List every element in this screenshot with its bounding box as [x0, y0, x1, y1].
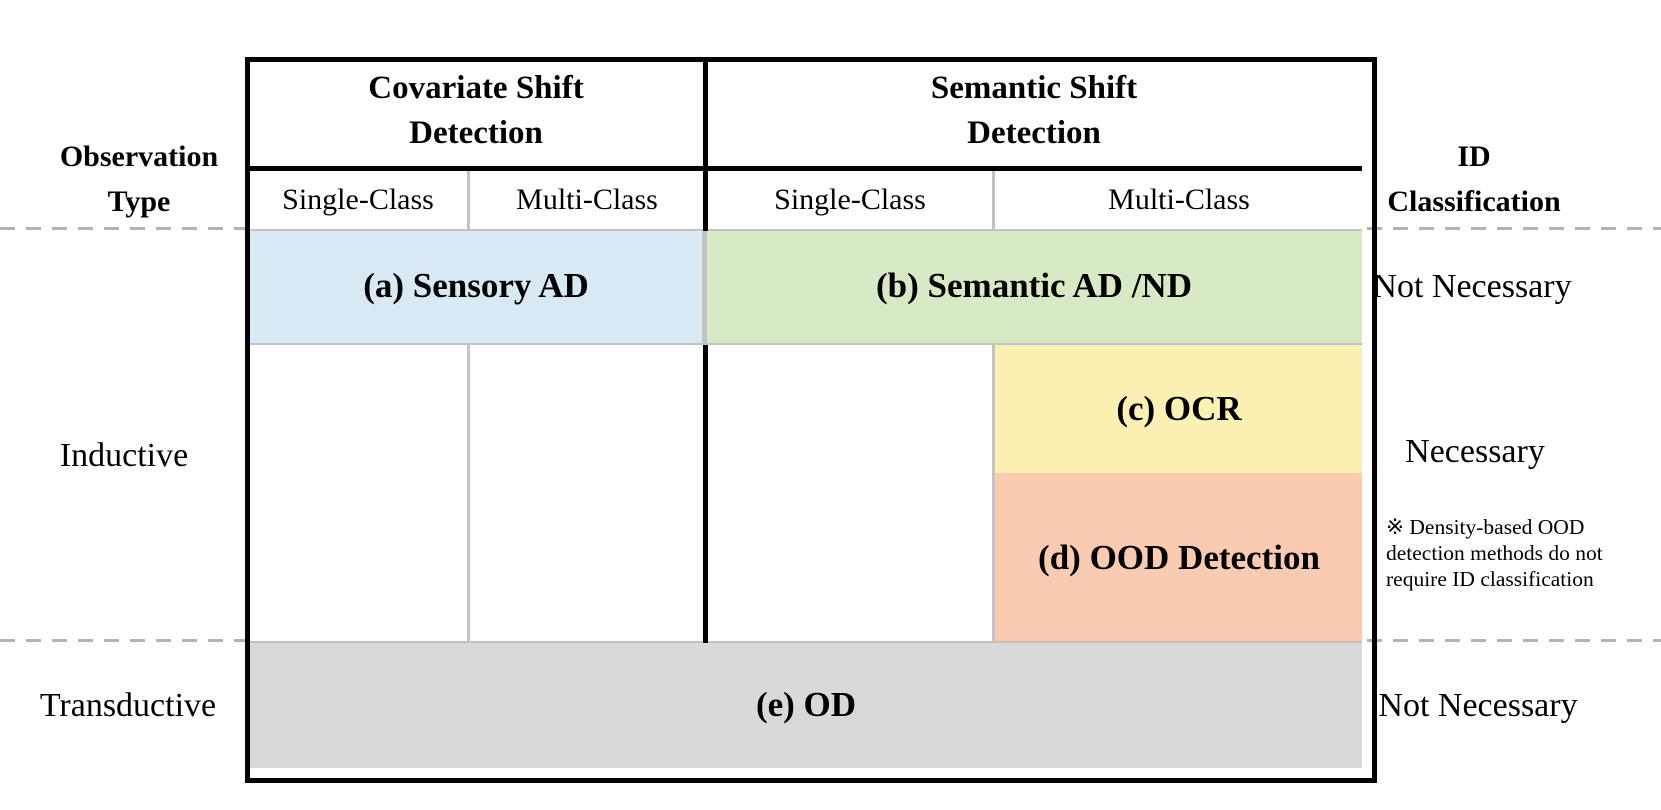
observation-type-header: Observation Type [19, 134, 259, 224]
label-semantic-ad-nd: (b) Semantic AD /ND [876, 266, 1192, 305]
dashed-line-bottom-right [1367, 639, 1661, 642]
semantic-subcolumn-divider-body [992, 345, 995, 641]
id-value-not-necessary-bottom: Not Necessary [1378, 687, 1578, 724]
semantic-subcolumn-divider-header [992, 171, 995, 229]
covariate-shift-header-line1: Covariate Shift [368, 70, 584, 106]
semantic-single-class-header: Single-Class [774, 183, 926, 216]
dashed-line-top-left [0, 227, 245, 230]
section-divider-top [703, 57, 708, 231]
id-classification-line2: Classification [1387, 185, 1561, 218]
observation-type-line2: Type [107, 185, 171, 218]
header-separator-line [250, 166, 1362, 171]
row-divider-bottom [250, 641, 1362, 643]
region-sensory-ad [250, 231, 702, 343]
density-note-line1: ※ Density-based OOD [1386, 515, 1585, 539]
row-divider-top [250, 229, 1362, 231]
id-classification-line1: ID [1457, 140, 1491, 173]
density-note: ※ Density-based OOD detection methods do… [1386, 514, 1603, 592]
semantic-shift-header: Semantic Shift Detection [834, 66, 1234, 156]
id-value-not-necessary-top: Not Necessary [1372, 268, 1572, 305]
covariate-single-class-header: Single-Class [282, 183, 434, 216]
region-ocr [995, 345, 1362, 473]
label-ood-detection: (d) OOD Detection [1038, 538, 1320, 577]
semantic-shift-header-line1: Semantic Shift [930, 70, 1138, 106]
covariate-subcolumn-divider-body [467, 345, 470, 641]
id-classification-header: ID Classification [1334, 134, 1614, 224]
semantic-shift-header-line2: Detection [967, 115, 1101, 151]
observation-type-line1: Observation [59, 140, 219, 173]
label-sensory-ad: (a) Sensory AD [363, 266, 589, 305]
label-od: (e) OD [755, 685, 857, 724]
covariate-shift-header-line2: Detection [409, 115, 543, 151]
covariate-multi-class-header: Multi-Class [516, 183, 658, 216]
density-note-line2: detection methods do not [1386, 541, 1603, 565]
density-note-line3: require ID classification [1386, 567, 1594, 591]
row-divider-mid [250, 343, 1362, 345]
label-ocr: (c) OCR [1116, 389, 1242, 428]
dashed-line-top-right [1367, 227, 1661, 230]
region-semantic-ad-nd [707, 231, 1362, 343]
region-ab-divider [702, 231, 707, 343]
id-value-necessary: Necessary [1405, 433, 1545, 470]
semantic-multi-class-header: Multi-Class [1108, 183, 1250, 216]
dashed-line-bottom-left [0, 639, 245, 642]
row-label-inductive: Inductive [59, 437, 189, 474]
section-divider-bottom [703, 345, 708, 643]
region-ood-detection [995, 473, 1362, 643]
region-od [250, 643, 1362, 768]
covariate-shift-header: Covariate Shift Detection [276, 66, 676, 156]
covariate-subcolumn-divider-header [467, 171, 470, 229]
row-label-transductive: Transductive [39, 687, 217, 724]
